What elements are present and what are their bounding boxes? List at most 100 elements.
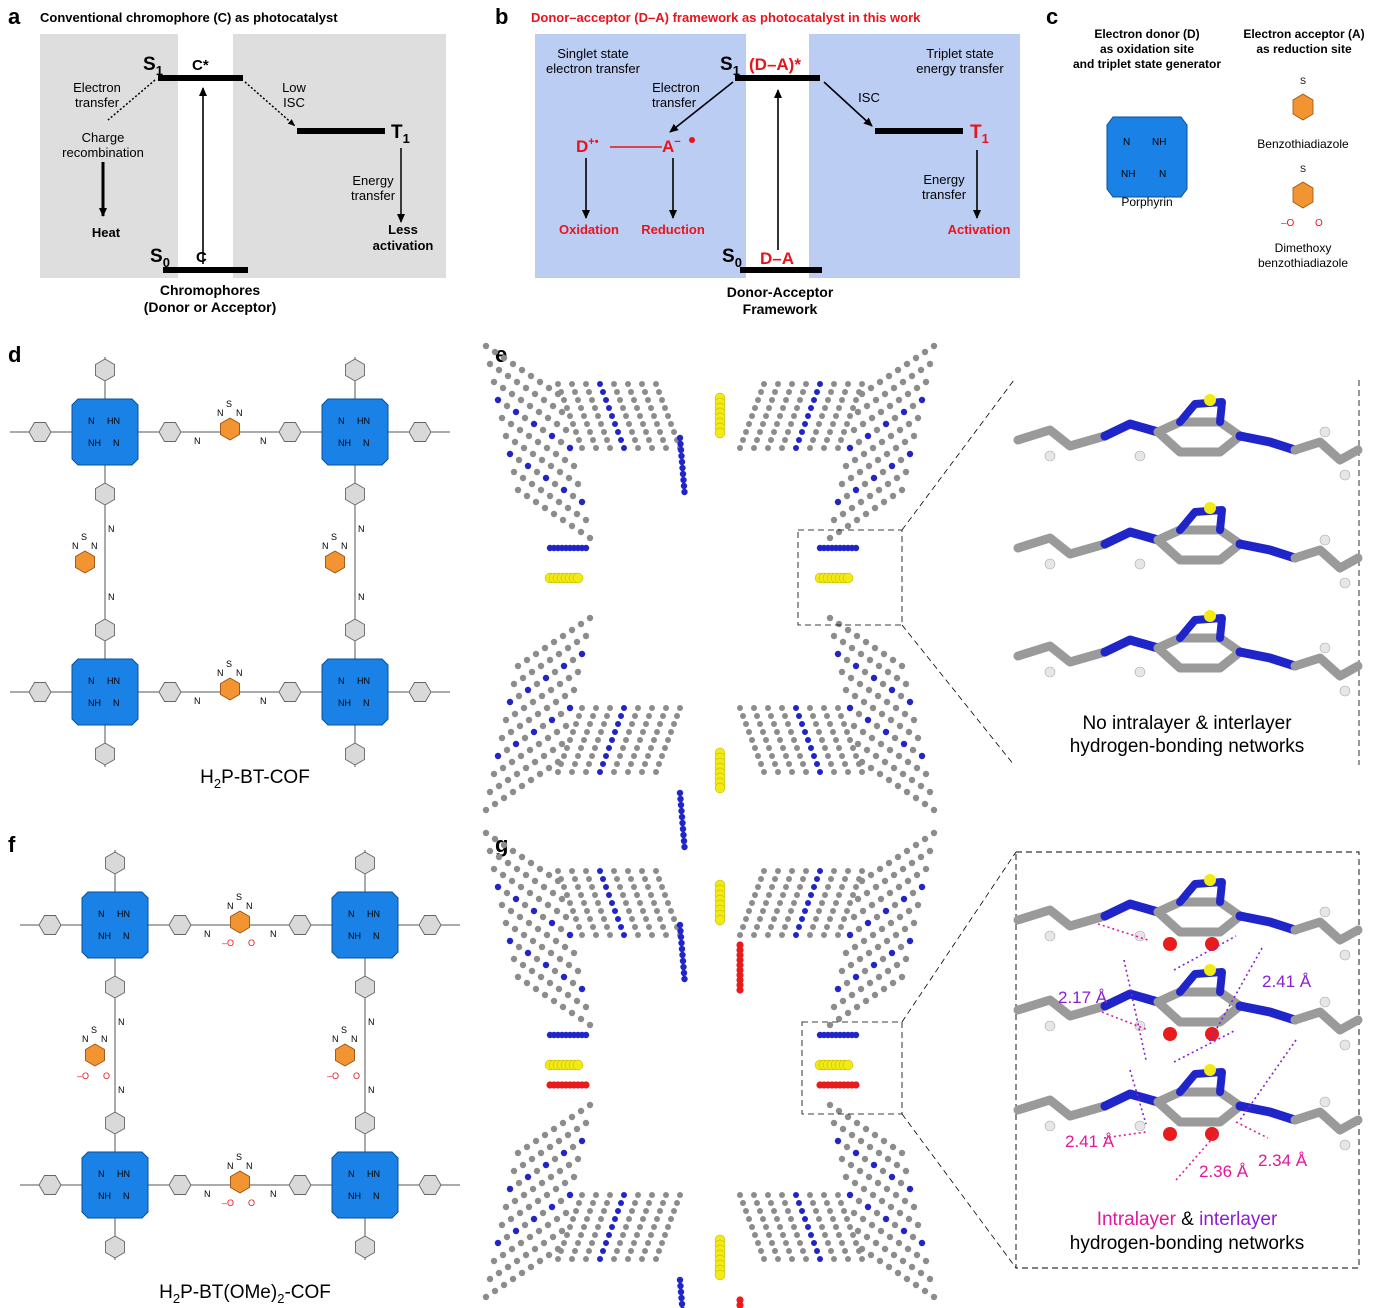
atom [814,761,820,767]
nitrogen-bond [1235,1001,1300,1025]
atom [782,1200,788,1206]
atom [830,632,838,640]
bt-n-label: N [236,668,243,678]
nitrogen-atom [681,843,688,851]
atom [504,1263,512,1271]
atom [544,414,552,422]
atom [772,389,778,395]
atom [653,381,659,387]
atom [893,474,901,482]
atom [826,1021,834,1029]
atom [754,713,760,719]
atom [502,1203,510,1211]
atom [838,1155,846,1163]
atom [794,405,800,411]
atom [796,924,802,930]
atom [539,1209,547,1217]
atom [544,901,552,909]
atom [519,1161,527,1169]
atom [556,680,564,688]
atom [838,480,846,488]
nitrogen-atom [679,470,687,478]
atom [541,644,549,652]
atom [629,916,635,922]
atom [557,710,565,718]
atom [780,1232,786,1238]
atom [914,734,922,742]
atom [810,437,816,443]
porphyrin-n-label: N [98,1169,105,1179]
atom [788,1216,794,1222]
atom [499,764,507,772]
atom [865,686,873,694]
atom [761,1256,767,1262]
atom [808,892,814,898]
ring [355,1235,375,1259]
atom [852,1149,860,1157]
atom [543,444,551,452]
atom [510,680,518,688]
atom [578,1137,586,1145]
atom [495,1269,503,1277]
atom [824,713,830,719]
b-s0-label: S0 [722,246,742,270]
activation-label: Activation [948,222,1011,237]
ring [288,915,312,935]
atom [898,662,906,670]
bt-n-label: N [82,1034,89,1044]
atom [586,1248,592,1254]
atom [555,498,563,506]
svg-text:–O: –O [1281,218,1295,229]
atom [874,943,882,951]
panel-e-caption-2: hydrogen-bonding networks [1070,736,1305,757]
atom [922,1257,930,1265]
panel-g-caption-2: hydrogen-bonding networks [1070,1233,1305,1254]
atom [758,1248,764,1254]
imine-n-label: N [118,1085,125,1095]
atom [562,722,570,730]
atom [631,1240,637,1246]
atom [838,924,844,930]
atom [817,381,823,387]
hydrogen-atom [1044,558,1056,570]
atom [892,444,900,452]
atom [906,450,914,458]
porphyrin-nh-label: NH [98,1191,111,1201]
atom [846,1191,854,1199]
atom [586,1101,594,1109]
atom [754,1200,760,1206]
atom [623,737,629,743]
g-zoom-box [801,1021,903,1115]
hydrogen-atom [1134,1120,1146,1132]
atom [826,614,834,622]
porphyrin-hn-label: HN [367,909,380,919]
atom [793,445,799,451]
atom [912,354,920,362]
atom [649,445,655,451]
nitrogen-atom [852,544,860,552]
atom [529,937,537,945]
atom [895,396,903,404]
atom [862,510,870,518]
atom [913,764,921,772]
ring [105,851,125,875]
atom [561,692,569,700]
atom [791,737,797,743]
atom [482,806,490,814]
atom [561,884,567,890]
atom [786,389,792,395]
atom [844,1216,850,1222]
atom [581,900,587,906]
atom [668,729,674,735]
hydrogen-atom [1339,685,1351,697]
atom [603,397,609,403]
b-s1-label: S1 [720,54,740,78]
atom [549,746,557,754]
atom [581,1224,587,1230]
atom [662,405,668,411]
atom [895,883,903,891]
atom [843,656,851,664]
atom [660,924,666,930]
atom [843,1143,851,1151]
